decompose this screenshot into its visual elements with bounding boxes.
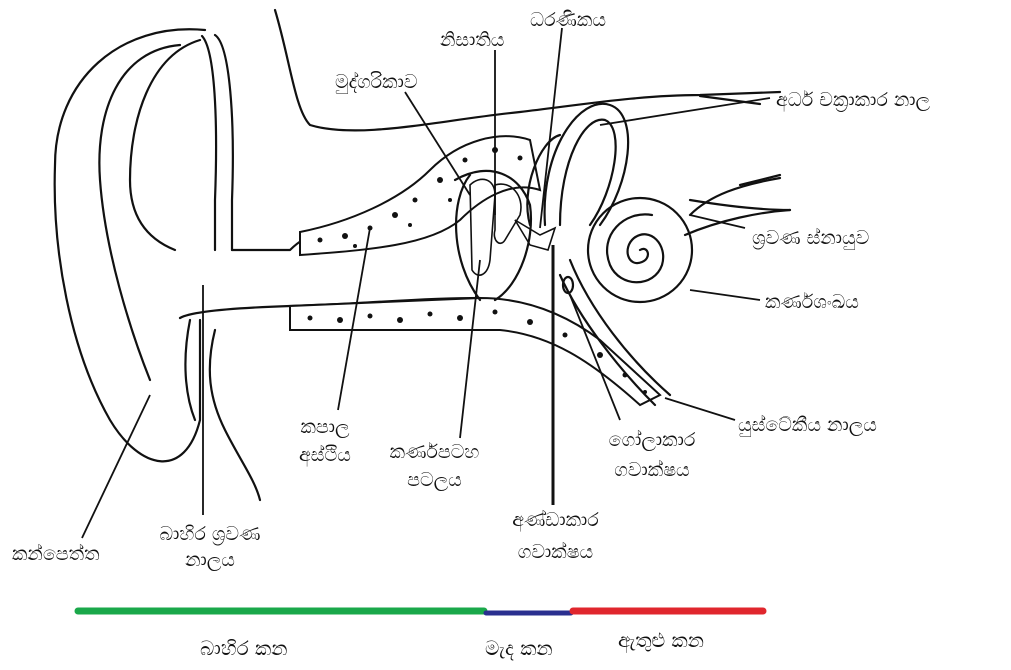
lobe	[185, 320, 195, 420]
label-pinna: කන්පෙත්ත	[12, 542, 100, 566]
label-round-window: ගෝලාකාර ගවාක්ෂය	[592, 428, 712, 482]
temporal-bone-lower	[290, 298, 660, 405]
stapes	[515, 220, 555, 250]
label-oval-window: අණ්ඩාකාර ගවාක්ෂය	[498, 508, 613, 564]
label-external-canal: බාහිර ශ්‍රවණ නාලය	[140, 522, 280, 572]
label-cochlea: කර්ණශංඛය	[765, 290, 859, 314]
label-eustachian-tube: යුස්ටේකීය නාලය	[738, 413, 877, 437]
label-auditory-nerve: ශ්‍රවණ ස්නායුව	[752, 226, 869, 250]
region-middle-ear: මැද කන	[485, 636, 553, 660]
region-inner-ear: ඇතුළු කන	[618, 628, 704, 652]
label-nisathiya: නිසාතිය	[440, 28, 504, 52]
label-mudgarikawa: මුද්ගරිකාව	[335, 70, 418, 94]
pinna-outline	[55, 29, 205, 461]
temporal-bone-upper	[300, 136, 540, 255]
cochlea-spiral	[607, 214, 663, 282]
pinna-inner-fold	[99, 45, 180, 380]
label-tympanic-membrane: කර්ණපටහ පටලය	[372, 440, 497, 492]
region-outer-ear: බාහිර කන	[200, 636, 288, 660]
label-semicircular-canals: අර්ධ චක්‍රාකාර නාල	[776, 88, 930, 112]
canal-lower	[180, 306, 290, 318]
label-skull-bone: කපාල අස්ථිය	[285, 415, 365, 467]
label-dharanikaya: ධරණිකය	[530, 8, 606, 32]
helix	[130, 40, 200, 250]
